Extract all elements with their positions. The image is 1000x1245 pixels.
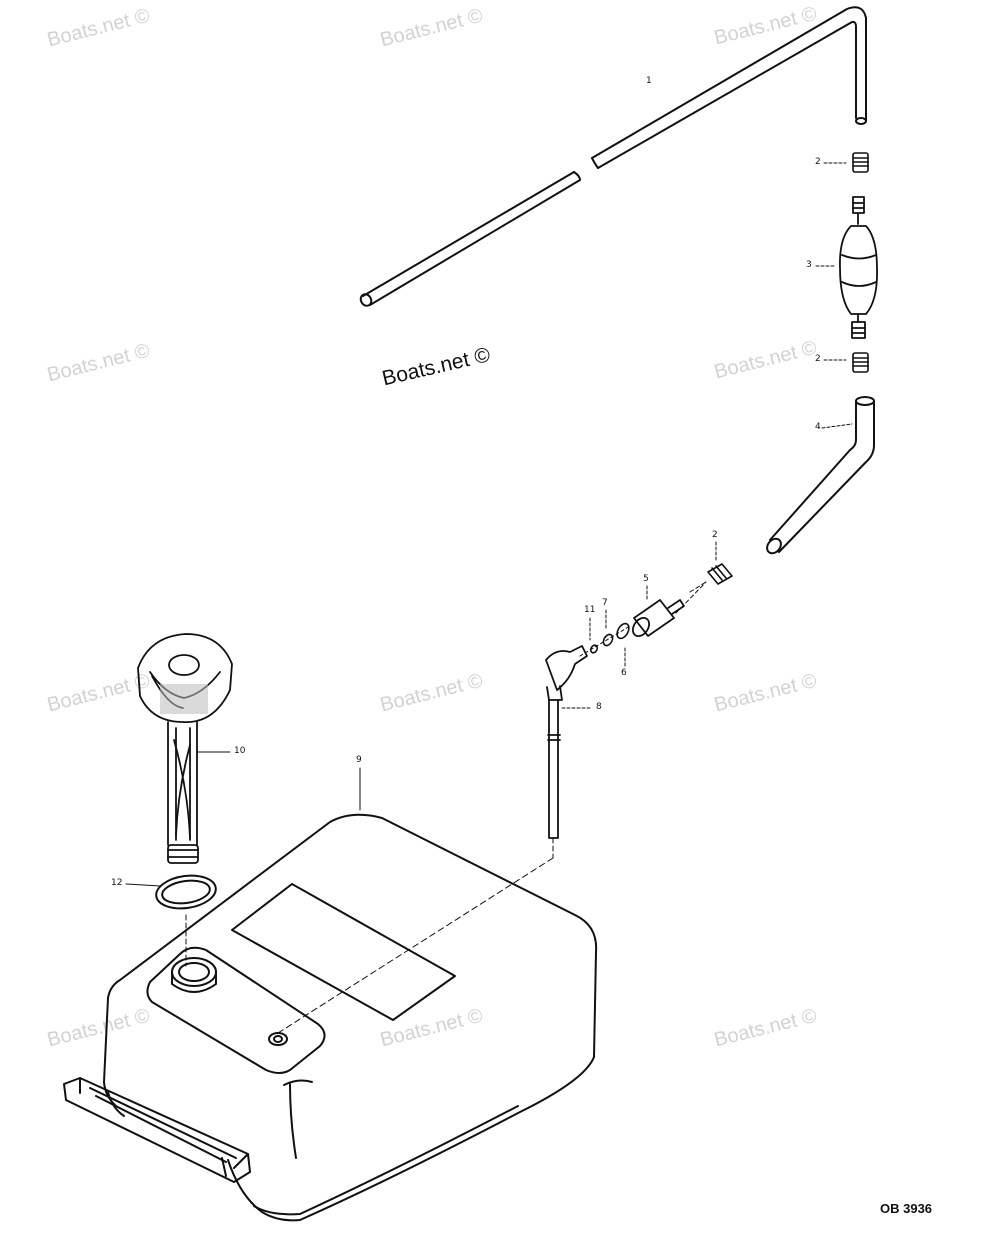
hose-clamp xyxy=(707,563,733,585)
callout-4: 4 xyxy=(815,422,821,432)
fuel-hose-lower xyxy=(766,396,875,555)
fuel-tank xyxy=(63,813,598,1222)
hose-clamp xyxy=(852,352,869,373)
callout-10: 10 xyxy=(234,746,246,756)
callout-12: 12 xyxy=(111,878,123,888)
drawing-code: OB 3936 xyxy=(880,1201,933,1216)
callout-5: 5 xyxy=(643,574,649,584)
hose-clamp xyxy=(852,152,869,173)
callout-1: 1 xyxy=(646,76,652,86)
callout-2: 2 xyxy=(815,354,821,364)
fuel-hose-upper xyxy=(359,6,867,307)
o-ring xyxy=(579,622,631,657)
callout-2: 2 xyxy=(712,530,718,540)
fuel-connector xyxy=(631,581,707,638)
callout-9: 9 xyxy=(356,755,362,765)
gasket xyxy=(155,874,217,967)
callout-3: 3 xyxy=(806,260,812,270)
fuel-gauge xyxy=(137,633,233,864)
callout-11: 11 xyxy=(584,605,596,615)
callout-6: 6 xyxy=(621,668,627,678)
callout-2: 2 xyxy=(815,157,821,167)
callout-8: 8 xyxy=(596,702,602,712)
primer-bulb xyxy=(839,196,878,339)
pickup-tube-elbow xyxy=(545,645,588,859)
callout-7: 7 xyxy=(602,598,608,608)
leader-lines xyxy=(125,162,853,887)
